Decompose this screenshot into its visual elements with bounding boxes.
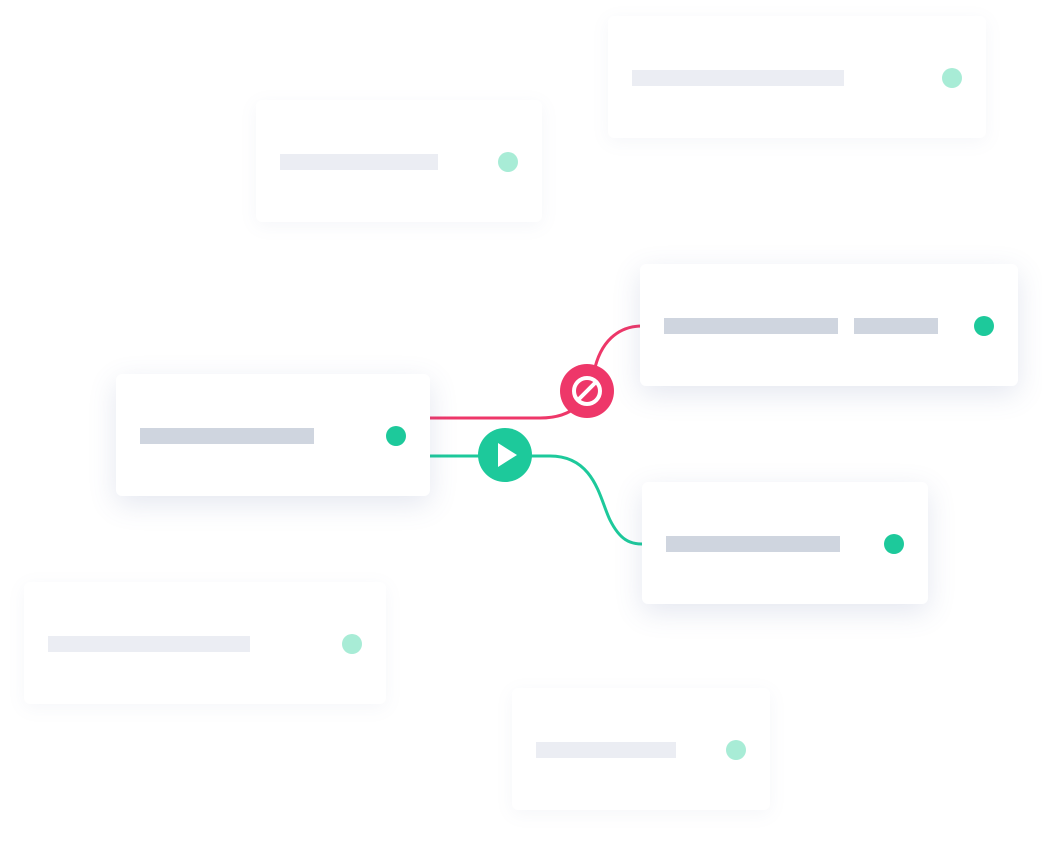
node-card-source[interactable] bbox=[116, 374, 430, 496]
node-card-background-top-right[interactable] bbox=[608, 16, 986, 138]
node-card-allowed-target[interactable] bbox=[642, 482, 928, 604]
block-icon[interactable] bbox=[560, 364, 614, 418]
status-dot-icon bbox=[884, 534, 904, 554]
node-label-placeholder-secondary bbox=[854, 318, 938, 334]
node-label-placeholder bbox=[632, 70, 844, 86]
node-card-blocked-target[interactable] bbox=[640, 264, 1018, 386]
node-label-placeholder bbox=[664, 318, 838, 334]
node-card-background-bottom-left[interactable] bbox=[24, 582, 386, 704]
status-dot-icon bbox=[342, 634, 362, 654]
node-card-background-bottom-center[interactable] bbox=[512, 688, 770, 810]
play-icon[interactable] bbox=[478, 428, 532, 482]
status-dot-icon bbox=[386, 426, 406, 446]
status-dot-icon bbox=[498, 152, 518, 172]
status-dot-icon bbox=[974, 316, 994, 336]
node-label-placeholder bbox=[280, 154, 438, 170]
node-label-placeholder bbox=[536, 742, 676, 758]
node-label-placeholder bbox=[666, 536, 840, 552]
node-label-placeholder bbox=[48, 636, 250, 652]
status-dot-icon bbox=[726, 740, 746, 760]
status-dot-icon bbox=[942, 68, 962, 88]
allowed-connection-path bbox=[428, 454, 644, 546]
node-label-placeholder bbox=[140, 428, 314, 444]
node-card-background-top-left[interactable] bbox=[256, 100, 542, 222]
